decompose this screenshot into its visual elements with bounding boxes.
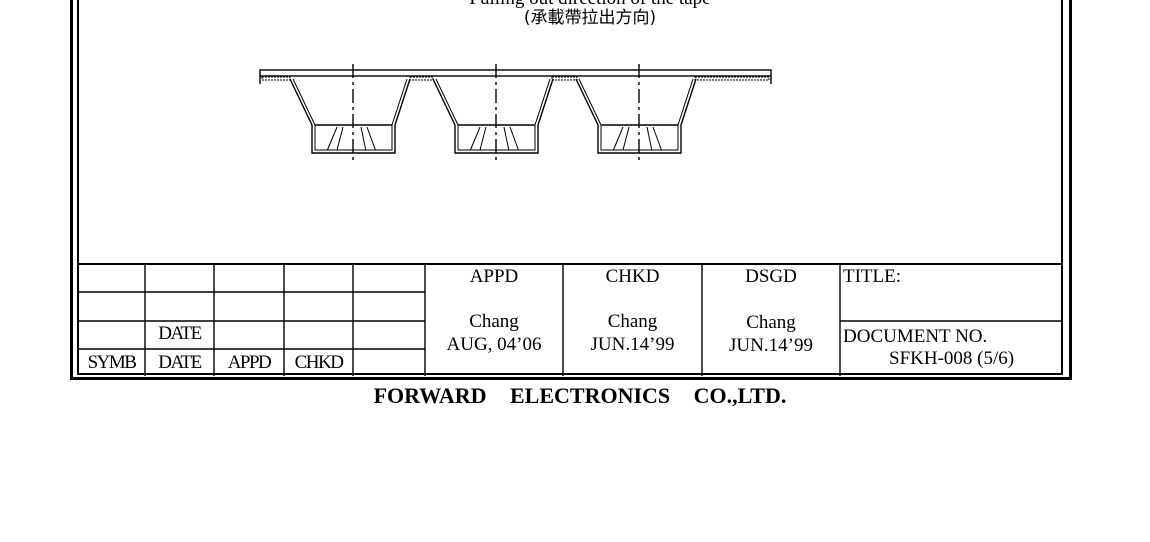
- dsgd-name: Chang: [746, 312, 796, 333]
- pocket-1-rib: [326, 126, 338, 151]
- pocket-3-rib: [622, 126, 630, 151]
- pocket-3-rib: [612, 126, 624, 151]
- pocket-3-inner-wall: [578, 78, 694, 151]
- drawing-frame-outer: [70, 0, 1072, 380]
- dsgd-role: DSGD: [745, 266, 797, 287]
- chkd-role: CHKD: [605, 266, 660, 287]
- drawing-frame-inner: [77, 0, 1063, 375]
- title-label: TITLE:: [843, 266, 902, 287]
- appd-role: APPD: [469, 266, 519, 287]
- tape-flange: [261, 76, 291, 81]
- chkd-date: JUN.14’99: [590, 334, 675, 355]
- document-no: SFKH-008 (5/6): [889, 348, 1015, 369]
- appd-name: Chang: [469, 311, 519, 332]
- rev-date-label: DATE: [158, 323, 202, 344]
- dsgd-date: JUN.14’99: [729, 335, 813, 356]
- pocket-3-rib: [652, 126, 662, 151]
- company-name: FORWARD ELECTRONICS CO.,LTD.: [373, 383, 787, 408]
- pocket-1-rib: [336, 126, 344, 151]
- pocket-3-rib: [646, 126, 653, 151]
- pocket-2-rib: [479, 126, 487, 151]
- pocket-2-rib: [469, 126, 481, 151]
- direction-label-en: Pulling out direction of the tape: [380, 0, 800, 10]
- pocket-1-inner-wall: [292, 78, 408, 151]
- direction-label-zh: (承載帶拉出方向): [523, 8, 657, 28]
- pocket-2-rib: [509, 126, 519, 151]
- appd-date: AUG, 04’06: [446, 334, 542, 355]
- pocket-1-rib: [366, 126, 376, 151]
- chkd-name: Chang: [607, 311, 658, 332]
- pocket-2-rib: [503, 126, 510, 151]
- rev-header-appd: APPD: [227, 352, 272, 373]
- pocket-1-rib: [360, 126, 367, 151]
- tape-flange: [551, 76, 578, 81]
- rev-header-date: DATE: [158, 352, 202, 373]
- pocket-2-inner-wall: [435, 78, 551, 151]
- rev-header-symb: SYMB: [87, 352, 137, 373]
- document-no-label: DOCUMENT NO.: [843, 326, 988, 347]
- tape-flange: [409, 76, 434, 81]
- tape-flange: [694, 76, 770, 81]
- cover-tape: [259, 69, 772, 77]
- rev-header-chkd: CHKD: [294, 352, 344, 373]
